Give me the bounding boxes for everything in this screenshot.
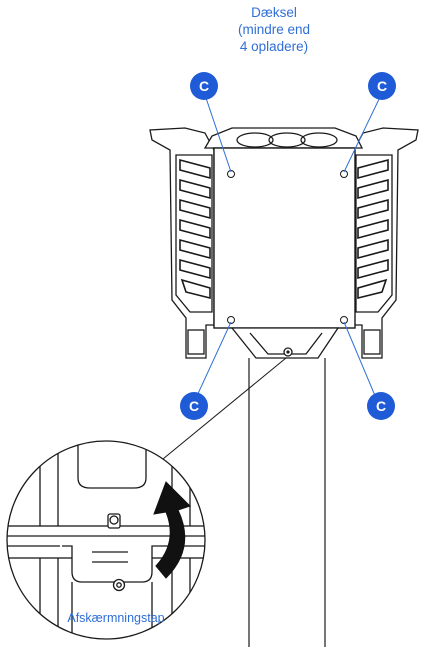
screw-marker-bottom-right: C: [367, 392, 395, 420]
marker-letter: C: [376, 398, 386, 414]
pedestal-collar: [230, 327, 340, 359]
marker-letter: C: [377, 78, 387, 94]
detail-callout-line: [151, 357, 287, 469]
marker-letter: C: [189, 398, 199, 414]
screw-marker-top-left: C: [190, 72, 218, 100]
cover-plate: [213, 147, 356, 329]
left-side-bracket: [149, 127, 215, 359]
screw-marker-top-right: C: [368, 72, 396, 100]
screw-marker-bottom-left: C: [180, 392, 208, 420]
cover-screws: [227, 170, 348, 324]
detail-magnifier: Afskærmningstap: [6, 440, 206, 640]
pedestal-pole: [248, 358, 326, 647]
right-vent-slats: [357, 158, 389, 300]
cover-label-line1: Dæksel: [251, 5, 297, 20]
screw-top-right: [340, 170, 348, 178]
right-side-bracket: [353, 127, 419, 359]
marker-letter: C: [199, 78, 209, 94]
cover-label: Dæksel (mindre end 4 opladere): [214, 4, 334, 55]
cover-label-line3: 4 opladere): [239, 39, 309, 54]
marker-leader-lines: [195, 94, 382, 399]
cover-label-line2: (mindre end: [237, 22, 311, 37]
screw-bottom-right: [340, 316, 348, 324]
top-cable-housing: [203, 127, 364, 149]
rotate-arrow-icon: [153, 481, 191, 579]
detail-label: Afskærmningstap: [67, 611, 164, 625]
screw-bottom-left: [227, 316, 235, 324]
left-vent-slats: [179, 158, 211, 300]
